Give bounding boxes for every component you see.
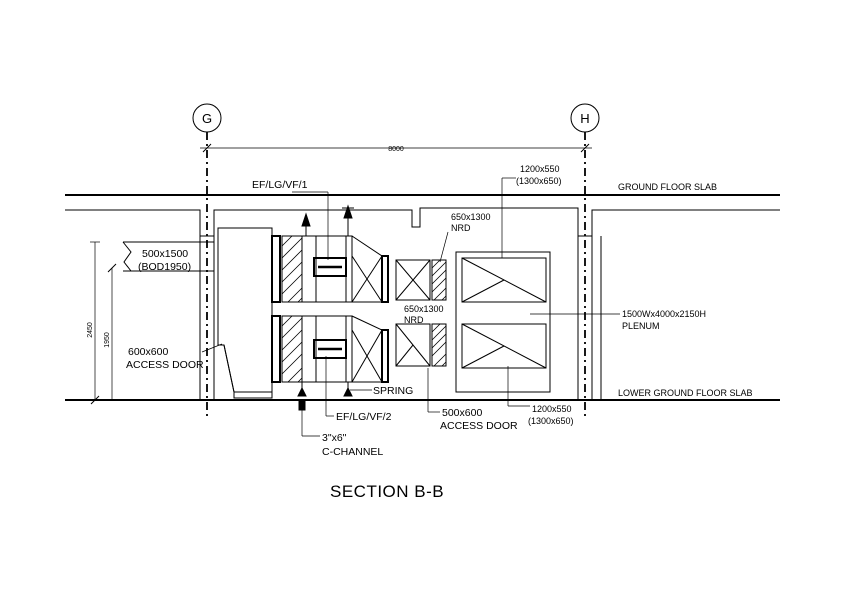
isolator-lower-left xyxy=(297,382,307,397)
opening-label-line2: (BOD1950) xyxy=(138,261,191,273)
c-channel-line2: C-CHANNEL xyxy=(322,446,383,458)
section-title: SECTION B-B xyxy=(330,482,444,501)
nrd-top-line2: NRD xyxy=(451,223,471,233)
access-door-left-line2: ACCESS DOOR xyxy=(126,359,204,371)
plenum-line1: 1500Wx4000x2150H xyxy=(622,309,706,319)
height-dimension-outer-text: 2450 xyxy=(87,322,94,338)
ef2-leader xyxy=(325,356,334,417)
spring-label: SPRING xyxy=(373,385,413,397)
ground-slab-label: GROUND FLOOR SLAB xyxy=(618,182,717,192)
opening-label-line1: 500x1500 xyxy=(142,248,188,260)
access-door-bottom-line1: 500x600 xyxy=(442,407,482,419)
discharge-plenum xyxy=(455,251,551,393)
grid-dimension-text: 8000 xyxy=(388,146,404,153)
duct-upper xyxy=(461,257,547,303)
grid-label-g: G xyxy=(202,111,212,126)
access-door-bottom-leader xyxy=(427,368,440,413)
fan-unit-upper xyxy=(271,235,389,303)
grid-line-g xyxy=(192,103,222,420)
grid-line-h xyxy=(570,103,600,420)
ef1-label: EF/LG/VF/1 xyxy=(252,179,308,191)
isolator-upper-left xyxy=(301,212,311,236)
nrd-top-leader xyxy=(439,231,449,263)
height-dimension-inner xyxy=(107,263,117,400)
duct-bottom-line1: 1200x550 xyxy=(532,404,572,414)
lower-slab-label: LOWER GROUND FLOOR SLAB xyxy=(618,388,753,398)
nrd-top-line1: 650x1300 xyxy=(451,212,491,222)
c-channel-leader xyxy=(298,399,320,437)
isolator-upper-right xyxy=(342,204,354,236)
nrd-mid-line2: NRD xyxy=(404,315,424,325)
right-column xyxy=(577,236,602,400)
ef2-label: EF/LG/VF/2 xyxy=(336,411,392,423)
ground-floor-slab xyxy=(65,194,780,237)
height-dimension-inner-text: 1950 xyxy=(104,332,111,348)
grid-dimension-line xyxy=(200,143,592,153)
isolator-lower-right xyxy=(343,382,353,397)
duct-top-leader xyxy=(501,177,516,258)
inlet-plenum xyxy=(217,227,273,399)
height-dimension-outer xyxy=(90,241,100,405)
access-door-bottom-line2: ACCESS DOOR xyxy=(440,420,518,432)
wall-opening xyxy=(122,241,215,272)
access-door-left-line1: 600x600 xyxy=(128,346,168,358)
duct-bottom-line2: (1300x650) xyxy=(528,416,574,426)
nrd-lower xyxy=(395,323,447,367)
nrd-mid-line1: 650x1300 xyxy=(404,304,444,314)
duct-top-line1: 1200x550 xyxy=(520,164,560,174)
duct-lower xyxy=(461,323,547,369)
access-door-left xyxy=(201,343,223,353)
nrd-upper xyxy=(395,259,447,301)
plenum-line2: PLENUM xyxy=(622,321,660,331)
duct-bottom-leader xyxy=(507,366,530,407)
ef1-leader xyxy=(292,191,329,260)
fan-unit-lower xyxy=(271,315,389,383)
c-channel-line1: 3"x6" xyxy=(322,432,347,444)
duct-top-line2: (1300x650) xyxy=(516,176,562,186)
grid-label-h: H xyxy=(580,111,589,126)
